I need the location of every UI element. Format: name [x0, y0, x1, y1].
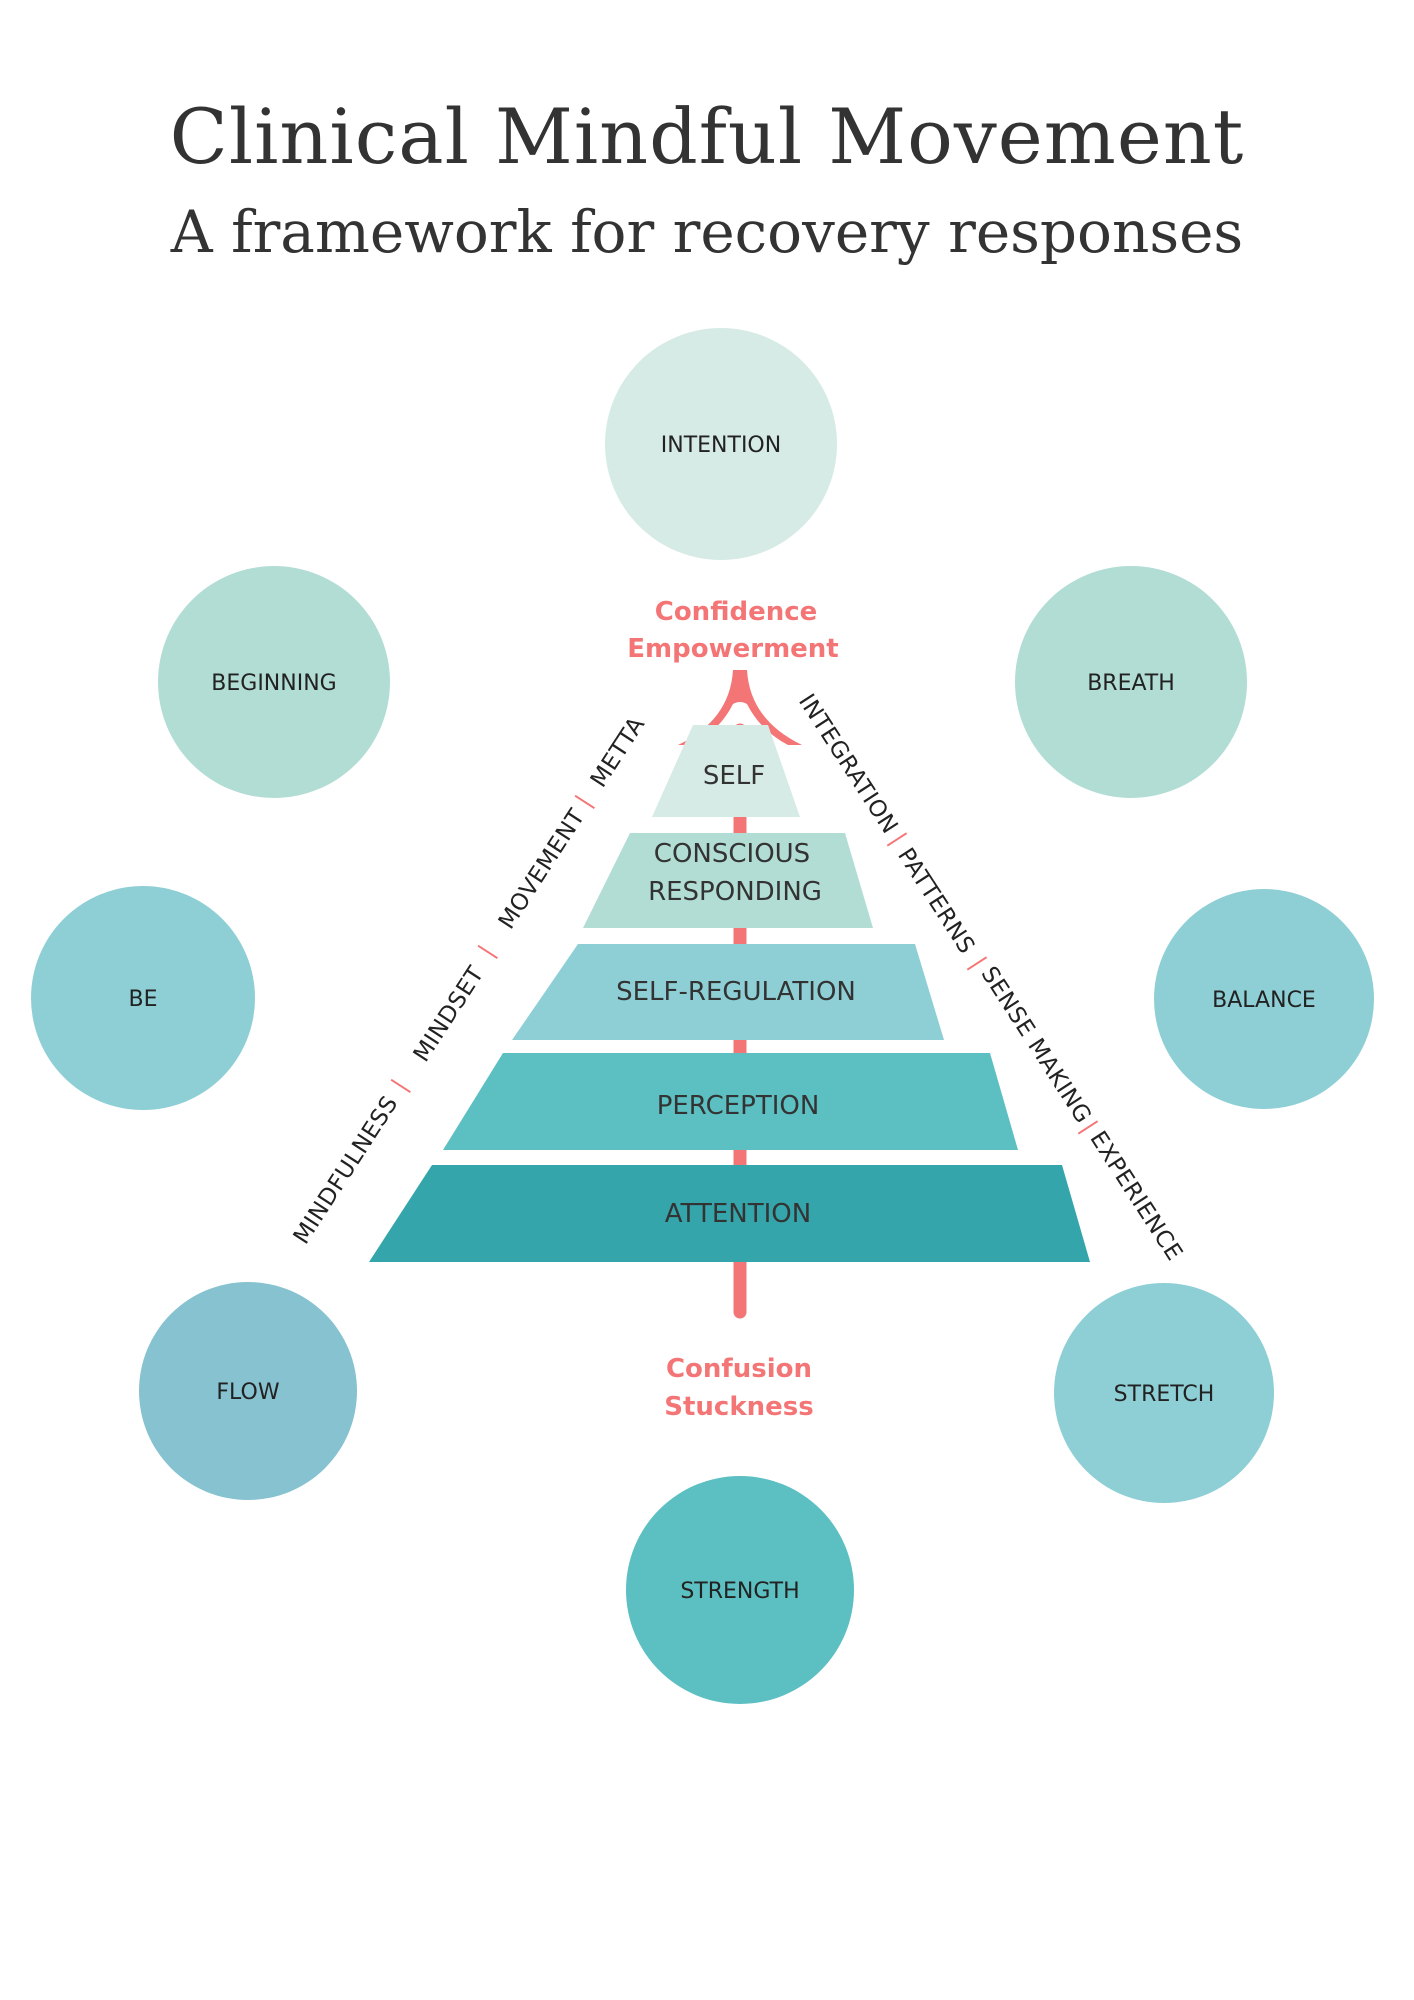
outcome-confusion: Confusion [666, 1354, 812, 1384]
circle-stretch: STRETCH [1054, 1283, 1274, 1503]
circle-intention: INTENTION [605, 328, 837, 560]
pyramid-layer-self: SELF [652, 725, 800, 817]
bottom-outcome: Confusion Stuckness [664, 1354, 813, 1422]
layer-label-perception: PERCEPTION [657, 1091, 820, 1121]
outcome-confidence: Confidence [655, 597, 818, 627]
page-subtitle: A framework for recovery responses [170, 198, 1244, 266]
circle-breath: BREATH [1015, 566, 1247, 798]
side-label-patterns: PATTERNS [892, 844, 979, 959]
side-label-metta: METTA [586, 712, 651, 792]
pyramid-layer-perception: PERCEPTION [443, 1053, 1018, 1150]
circle-label-flow: FLOW [216, 1380, 279, 1405]
circle-label-intention: INTENTION [661, 433, 781, 458]
circle-beginning: BEGINNING [158, 566, 390, 798]
side-label-integration: INTEGRATION [793, 690, 903, 839]
top-outcome: Confidence Empowerment [627, 597, 838, 664]
side-label-experience: EXPERIENCE [1084, 1127, 1187, 1266]
circle-balance: BALANCE [1154, 889, 1374, 1109]
circle-label-be: BE [129, 987, 158, 1012]
circle-flow: FLOW [139, 1282, 357, 1500]
outcome-empowerment: Empowerment [627, 634, 838, 664]
layer-label-self: SELF [703, 761, 765, 791]
circle-label-beginning: BEGINNING [211, 671, 336, 696]
side-label-mindfulness: MINDFULNESS [289, 1091, 404, 1248]
circle-label-breath: BREATH [1087, 671, 1175, 696]
side-separator-1: | [387, 1075, 413, 1096]
layer-label-responding: RESPONDING [648, 877, 822, 907]
circle-label-strength: STRENGTH [680, 1579, 799, 1604]
circle-be: BE [31, 886, 255, 1110]
circle-strength: STRENGTH [626, 1476, 854, 1704]
pyramid-layer-attention: ATTENTION [369, 1165, 1090, 1262]
pyramid-layer-self-regulation: SELF-REGULATION [512, 944, 944, 1040]
side-label-mindset: MINDSET [409, 961, 490, 1066]
side-label-movement: MOVEMENT [494, 804, 591, 934]
outcome-stuckness: Stuckness [664, 1392, 813, 1422]
layer-label-self-regulation: SELF-REGULATION [616, 977, 856, 1007]
circle-label-stretch: STRETCH [1114, 1382, 1215, 1407]
pyramid-layer-conscious-responding: CONSCIOUS RESPONDING [583, 833, 873, 928]
layer-label-conscious: CONSCIOUS [654, 839, 810, 869]
layer-label-attention: ATTENTION [665, 1199, 811, 1229]
side-separator-2: | [474, 941, 500, 962]
page-title: Clinical Mindful Movement [169, 92, 1245, 181]
circle-label-balance: BALANCE [1212, 988, 1316, 1013]
